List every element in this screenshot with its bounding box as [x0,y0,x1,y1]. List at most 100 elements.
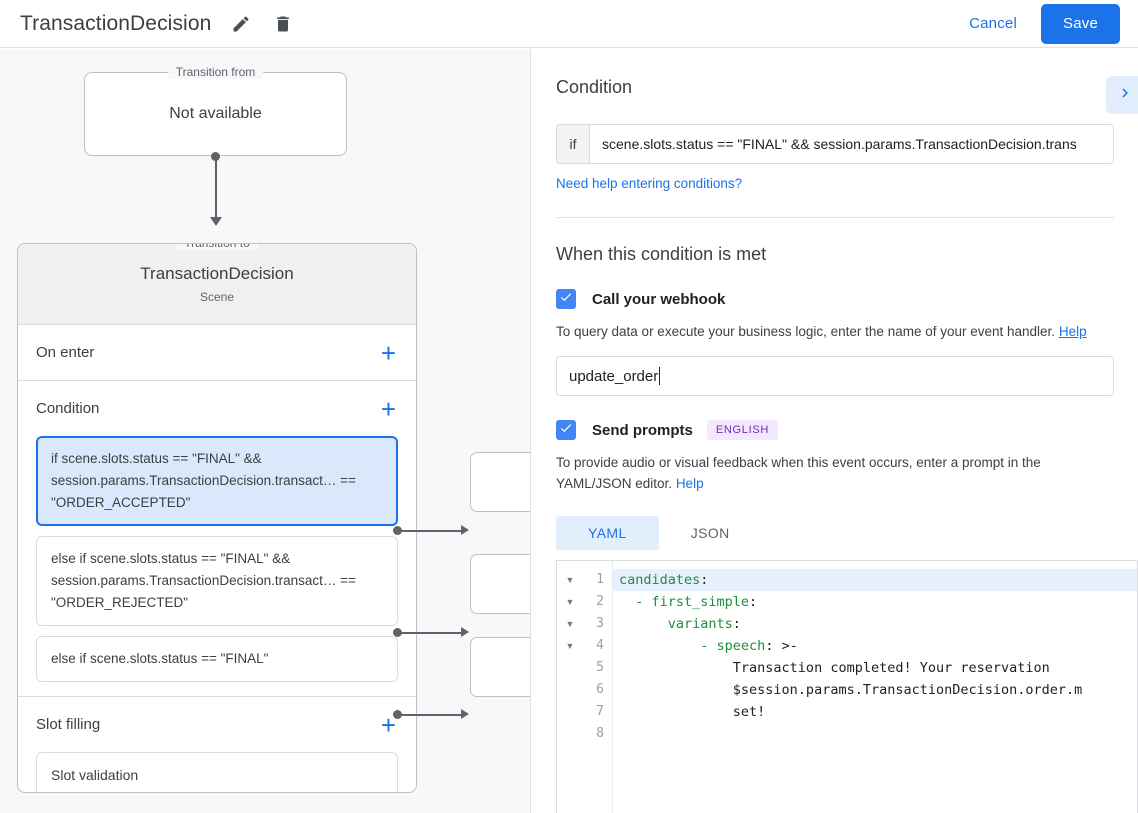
condition-input[interactable]: if scene.slots.status == "FINAL" && sess… [556,124,1114,164]
webhook-handler-value: update_order [569,367,659,385]
connector-arrow-down [210,217,222,226]
on-enter-header: On enter + [36,325,398,380]
condition-card[interactable]: else if scene.slots.status == "FINAL" &&… [36,536,398,626]
call-webhook-checkbox[interactable] [556,289,576,309]
prompts-hint: To provide audio or visual feedback when… [556,452,1112,494]
fold-arrow-icon[interactable]: ▼ [565,575,575,585]
line-number: 6 [596,682,604,697]
transition-to-legend: Transition to [176,244,258,250]
connector-line-condition-2 [399,632,463,634]
need-help-conditions-link[interactable]: Need help entering conditions? [556,176,743,191]
cancel-button[interactable]: Cancel [959,7,1027,40]
code-line[interactable]: set! [613,701,1137,723]
fold-arrow-icon[interactable]: ▼ [565,619,575,629]
slot-filling-title: Slot filling [36,716,101,733]
fold-arrow-icon[interactable]: ▼ [565,597,575,607]
line-number: 4 [596,638,604,653]
connector-arrow-condition-1 [461,525,469,535]
section-divider [556,217,1114,218]
condition-input-value[interactable]: scene.slots.status == "FINAL" && session… [602,136,1077,152]
chevron-right-icon [1116,84,1134,107]
condition-title: Condition [36,400,100,417]
check-icon [559,290,573,309]
transition-from-box: Transition from Not available [84,65,347,156]
code-line[interactable]: candidates: [613,569,1137,591]
pencil-icon [231,14,251,34]
when-met-heading: When this condition is met [556,244,767,264]
code-line[interactable] [613,723,1137,745]
add-on-enter-button[interactable]: + [380,337,396,368]
add-condition-button[interactable]: + [380,393,396,424]
tab-json[interactable]: JSON [690,525,730,541]
code-token-text: Transaction completed! Your reservation [619,660,1050,676]
send-prompts-checkbox[interactable] [556,420,576,440]
line-number: 2 [596,594,604,609]
connector-dot-from [211,152,220,161]
check-icon [559,421,573,440]
detail-panel: Condition if scene.slots.status == "FINA… [532,49,1138,813]
call-webhook-label: Call your webhook [592,290,726,308]
condition-if-prefix: if [557,125,590,163]
tab-yaml[interactable]: YAML [556,516,659,550]
language-badge: ENGLISH [706,420,779,440]
section-on-enter: On enter + [18,325,416,381]
scene-type: Scene [199,290,235,304]
fold-arrow-icon[interactable]: ▼ [565,641,575,651]
webhook-hint: To query data or execute your business l… [556,321,1114,342]
code-line[interactable]: $session.params.TransactionDecision.orde… [613,679,1137,701]
connector-arrow-condition-3 [461,709,469,719]
code-line[interactable]: - speech: >- [613,635,1137,657]
code-token-text: : [732,616,741,632]
save-button[interactable]: Save [1041,3,1120,44]
section-slot-filling: Slot filling + Slot validation [18,697,416,792]
connector-arrow-condition-2 [461,627,469,637]
fold-spacer [557,657,583,679]
fold-spacer [557,701,583,723]
condition-section: Condition if scene.slots.status == "FINA… [532,49,1138,218]
connector-dot-condition-3 [393,710,402,719]
trash-icon [273,14,293,34]
scene-name: TransactionDecision [140,264,294,283]
code-token-text: : [749,594,758,610]
delete-button[interactable] [271,12,295,36]
scene-header: TransactionDecision Scene [18,244,416,325]
fold-spacer [557,723,583,745]
target-node-3[interactable] [470,637,530,697]
expand-panel-button[interactable] [1106,76,1138,114]
page-title: TransactionDecision [20,11,212,35]
condition-card[interactable]: else if scene.slots.status == "FINAL" [36,636,398,682]
editor-format-tabs: YAML JSON [556,516,1114,550]
slot-filling-header: Slot filling + [36,697,398,752]
webhook-help-link[interactable]: Help [1058,324,1087,339]
edit-button[interactable] [229,12,253,36]
editor-fold-gutter[interactable]: ▼ ▼ ▼ ▼ [557,561,583,813]
condition-heading: Condition [556,77,633,97]
line-number: 5 [596,660,604,675]
code-line[interactable]: variants: [613,613,1137,635]
target-node-1[interactable] [470,452,530,512]
code-token-text: : [700,572,709,588]
add-slot-filling-button[interactable]: + [380,709,396,740]
when-condition-met-section: When this condition is met Call your web… [532,218,1138,550]
code-line[interactable]: Transaction completed! Your reservation [613,657,1137,679]
line-number: 1 [596,572,604,587]
fold-spacer [557,679,583,701]
code-token-key: - speech [619,638,766,654]
code-token-text: : >- [765,638,798,654]
transition-to-box: Transition to TransactionDecision Scene … [17,243,417,793]
code-line[interactable]: - first_simple: [613,591,1137,613]
prompts-help-link[interactable]: Help [675,476,704,491]
condition-header: Condition + [36,381,398,436]
top-toolbar: TransactionDecision Cancel Save [0,0,1138,48]
prompts-hint-text: To provide audio or visual feedback when… [556,455,1041,491]
slot-validation-card[interactable]: Slot validation [36,752,398,792]
webhook-handler-input[interactable]: update_order [556,356,1114,396]
code-token-text: $session.params.TransactionDecision.orde… [619,682,1083,698]
transition-from-legend: Transition from [167,65,264,79]
target-node-2[interactable] [470,554,530,614]
editor-code-area[interactable]: candidates: - first_simple: variants: - … [613,561,1137,813]
condition-card-selected[interactable]: if scene.slots.status == "FINAL" && sess… [36,436,398,526]
